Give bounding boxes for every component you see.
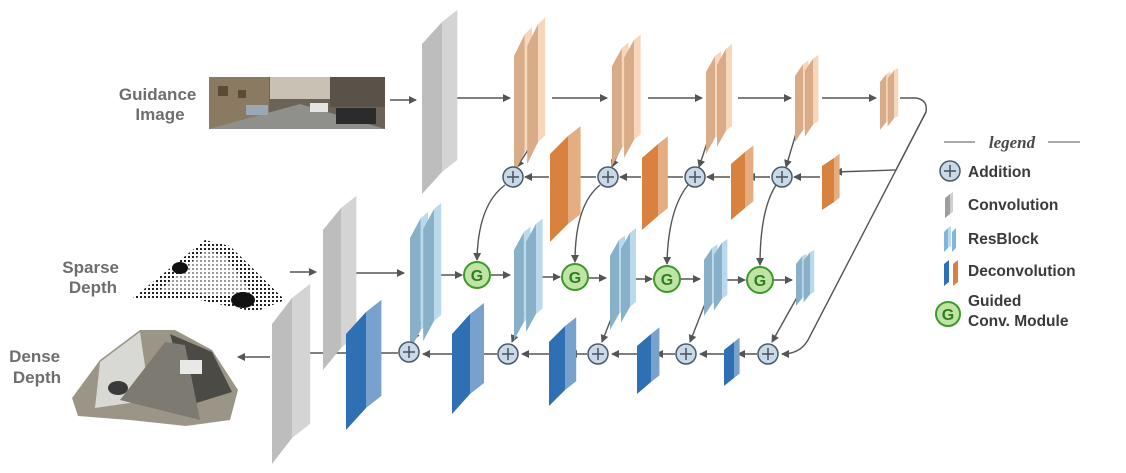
guided-conv-icon: G xyxy=(935,301,961,327)
depth-deconv-5 xyxy=(724,337,740,386)
add-node-bottom-4 xyxy=(675,343,697,365)
arrow-guidance-to-add5 xyxy=(781,111,927,358)
legend: legend Addition Convolution ResBlock Dec… xyxy=(935,133,1080,330)
arrow-add3-to-guided3 xyxy=(663,184,689,265)
guided-node-2: G xyxy=(561,263,589,291)
depth-resblock-3 xyxy=(610,228,636,330)
dense-depth-label: Dense Depth xyxy=(9,347,65,387)
add-node-top-1 xyxy=(502,166,524,188)
depth-conv-block xyxy=(323,195,357,370)
guided-node-3: G xyxy=(653,265,681,293)
depth-resblock-4 xyxy=(704,239,728,316)
depth-resblock-2 xyxy=(514,218,543,340)
dense-depth-map xyxy=(72,330,238,426)
sparse-depth-label: Sparse Depth xyxy=(62,258,123,297)
guidance-resblock-1 xyxy=(514,17,546,174)
depth-deconv-1 xyxy=(346,299,382,430)
legend-convolution-label: Convolution xyxy=(968,197,1058,214)
svg-text:G: G xyxy=(754,273,766,290)
add-node-top-4 xyxy=(771,166,793,188)
depth-resblock-1 xyxy=(410,203,442,350)
guidance-deconv-2 xyxy=(642,136,668,230)
guided-node-4: G xyxy=(746,266,774,294)
skip-res1-to-add1 xyxy=(516,149,529,168)
arrow-res5-to-deconv4 xyxy=(834,97,927,176)
guidance-image-photo xyxy=(209,77,385,129)
connection-arrows xyxy=(237,94,927,361)
guidance-deconv-4 xyxy=(822,153,840,210)
arrow-add1-to-guided1 xyxy=(473,184,506,261)
add-node-bottom-5 xyxy=(757,343,779,365)
output-conv-block xyxy=(272,283,311,464)
arrow-add2-to-guided2 xyxy=(571,184,601,263)
legend-title: legend xyxy=(989,133,1036,152)
add-node-top-2 xyxy=(597,166,619,188)
guidance-resblock-2 xyxy=(612,34,641,166)
guidance-deconv-3 xyxy=(731,145,754,220)
add-node-bottom-3 xyxy=(587,343,609,365)
add-node-top-3 xyxy=(684,166,706,188)
depth-deconv-3 xyxy=(549,317,577,406)
network-blocks xyxy=(272,9,899,464)
addition-icon xyxy=(939,160,961,182)
guidance-resblock-3 xyxy=(706,44,732,154)
deconvolution-icon xyxy=(944,260,958,286)
legend-addition-label: Addition xyxy=(968,164,1031,181)
guidance-conv-block xyxy=(422,9,458,194)
svg-text:G: G xyxy=(471,268,483,285)
sparse-depth-points xyxy=(133,240,285,312)
svg-text:G: G xyxy=(942,307,954,324)
legend-resblock-label: ResBlock xyxy=(968,231,1039,248)
legend-guided-conv-label: Guided Conv. Module xyxy=(968,293,1069,330)
arrow-add4-to-guided4 xyxy=(756,184,777,266)
add-node-bottom-2 xyxy=(497,343,519,365)
guidance-deconv-1 xyxy=(550,126,581,242)
guidance-image-label: Guidance Image xyxy=(119,85,201,124)
depth-deconv-2 xyxy=(452,303,484,414)
depth-deconv-4 xyxy=(637,327,660,394)
convolution-icon xyxy=(945,192,953,218)
guidance-resblock-5 xyxy=(880,68,899,130)
depth-resblock-5 xyxy=(796,250,815,306)
guided-node-1: G xyxy=(463,261,491,289)
skip-dres5-to-add5 xyxy=(771,291,801,343)
resblock-icon xyxy=(944,226,956,252)
svg-text:G: G xyxy=(661,272,673,289)
add-node-bottom-1 xyxy=(398,341,420,363)
guidance-resblock-4 xyxy=(795,55,819,142)
legend-deconvolution-label: Deconvolution xyxy=(968,263,1076,280)
svg-text:G: G xyxy=(569,270,581,287)
